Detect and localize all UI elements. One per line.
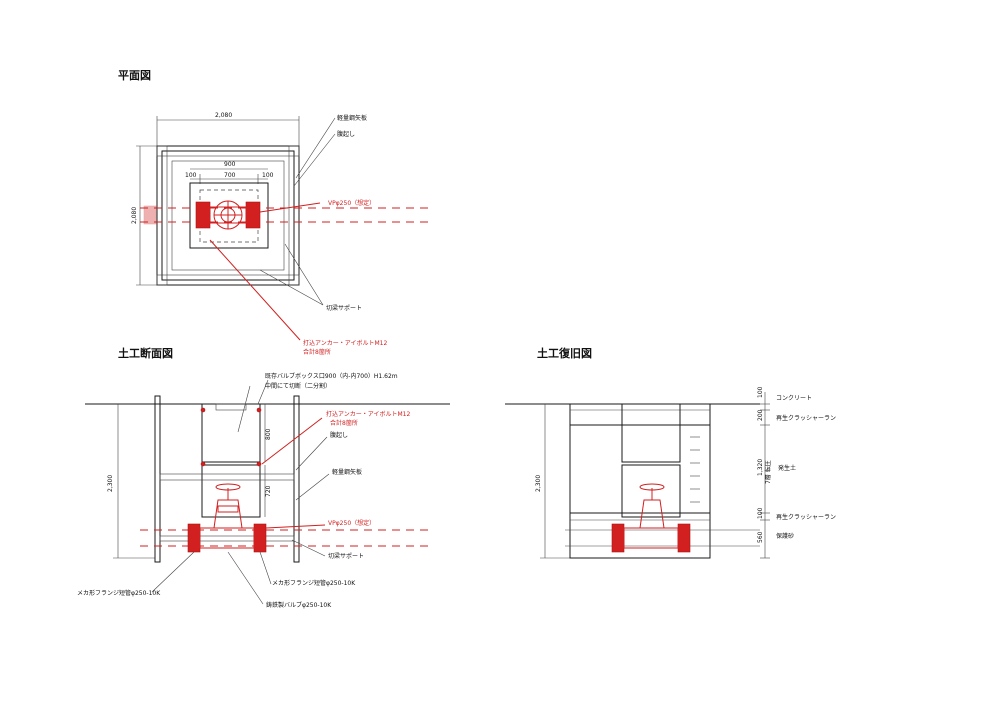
restore-valve (611, 483, 691, 553)
plan-label-strut: 切梁サポート (326, 304, 362, 312)
section-label-existing-box: 既存バルブボックス口900（内-内700）H1.62m (265, 372, 398, 380)
section-dim-720: 720 (265, 485, 272, 497)
plan-label-anchor-total: 合計8箇所 (303, 348, 331, 356)
plan-label-waler: 腹起し (337, 130, 355, 138)
section-label-anchor: 打込アンカー・アイボルトM12 (326, 410, 410, 418)
section-label-valve: 鋳鉄製バルブφ250-10K (266, 601, 332, 609)
plan-dim-900: 900 (224, 161, 236, 168)
section-label-flange-left: メカ形フランジ短管φ250-10K (77, 589, 161, 597)
restore-label-crusher-top: 再生クラッシャーラン (776, 414, 836, 422)
section-valve-box-upper (201, 403, 261, 463)
plan-valve-box (189, 182, 269, 249)
plan-label-anchor: 打込アンカー・アイボルトM12 (303, 339, 387, 347)
restore-label-protect-sand: 保護砂 (776, 532, 794, 540)
section-sheet-pile-right (293, 395, 300, 563)
section-dim-total: 2,300 (107, 475, 114, 492)
restore-view: 2,300 (505, 386, 836, 559)
restore-side-note: 7層 転圧 (764, 460, 772, 484)
restore-dim-1320: 1,320 (757, 459, 764, 476)
plan-sheet-pile-outer (156, 145, 300, 286)
plan-label-sheet-pile: 軽量鋼矢板 (337, 114, 367, 122)
restore-dim-100-top: 100 (757, 386, 764, 398)
restore-dim-total: 2,300 (535, 475, 542, 492)
section-label-flange-right: メカ形フランジ短管φ250-10K (272, 579, 356, 587)
plan-valve (195, 200, 261, 230)
section-valve-box-lower (201, 464, 261, 518)
restore-title: 土工復旧図 (537, 346, 592, 360)
section-title: 土工断面図 (118, 346, 173, 360)
plan-title: 平面図 (118, 68, 151, 82)
plan-dim-100-left: 100 (185, 172, 197, 179)
section-label-sheet-pile: 軽量鋼矢板 (332, 468, 362, 476)
section-label-vp: VPφ250（想定） (328, 519, 375, 527)
restore-label-crusher-bottom: 再生クラッシャーラン (776, 513, 836, 521)
plan-dim-width: 2,080 (215, 112, 232, 119)
plan-label-vp: VPφ250（想定） (328, 199, 375, 207)
plan-view: 2,080 2,080 900 700 100 100 (131, 112, 430, 356)
section-valve (187, 483, 267, 553)
restore-label-soil: 発生土 (778, 464, 796, 472)
restore-dim-200: 200 (757, 409, 764, 421)
section-dim-800: 800 (265, 428, 272, 440)
restore-label-concrete: コンクリート (776, 395, 812, 402)
plan-dim-height: 2,080 (131, 207, 138, 224)
plan-dim-700: 700 (224, 172, 236, 179)
section-view: 2,300 800 720 (77, 372, 450, 609)
plan-dim-100-right: 100 (262, 172, 274, 179)
section-label-strut: 切梁サポート (328, 552, 364, 560)
section-label-waler: 腹起し (330, 431, 348, 439)
restore-dim-560: 560 (757, 531, 764, 543)
restore-dim-100-mid: 100 (757, 507, 764, 519)
section-label-anchor-total: 合計8箇所 (330, 419, 358, 427)
section-label-cut: 中間にて切断（二分割） (265, 382, 331, 390)
section-sheet-pile-left (154, 395, 161, 563)
